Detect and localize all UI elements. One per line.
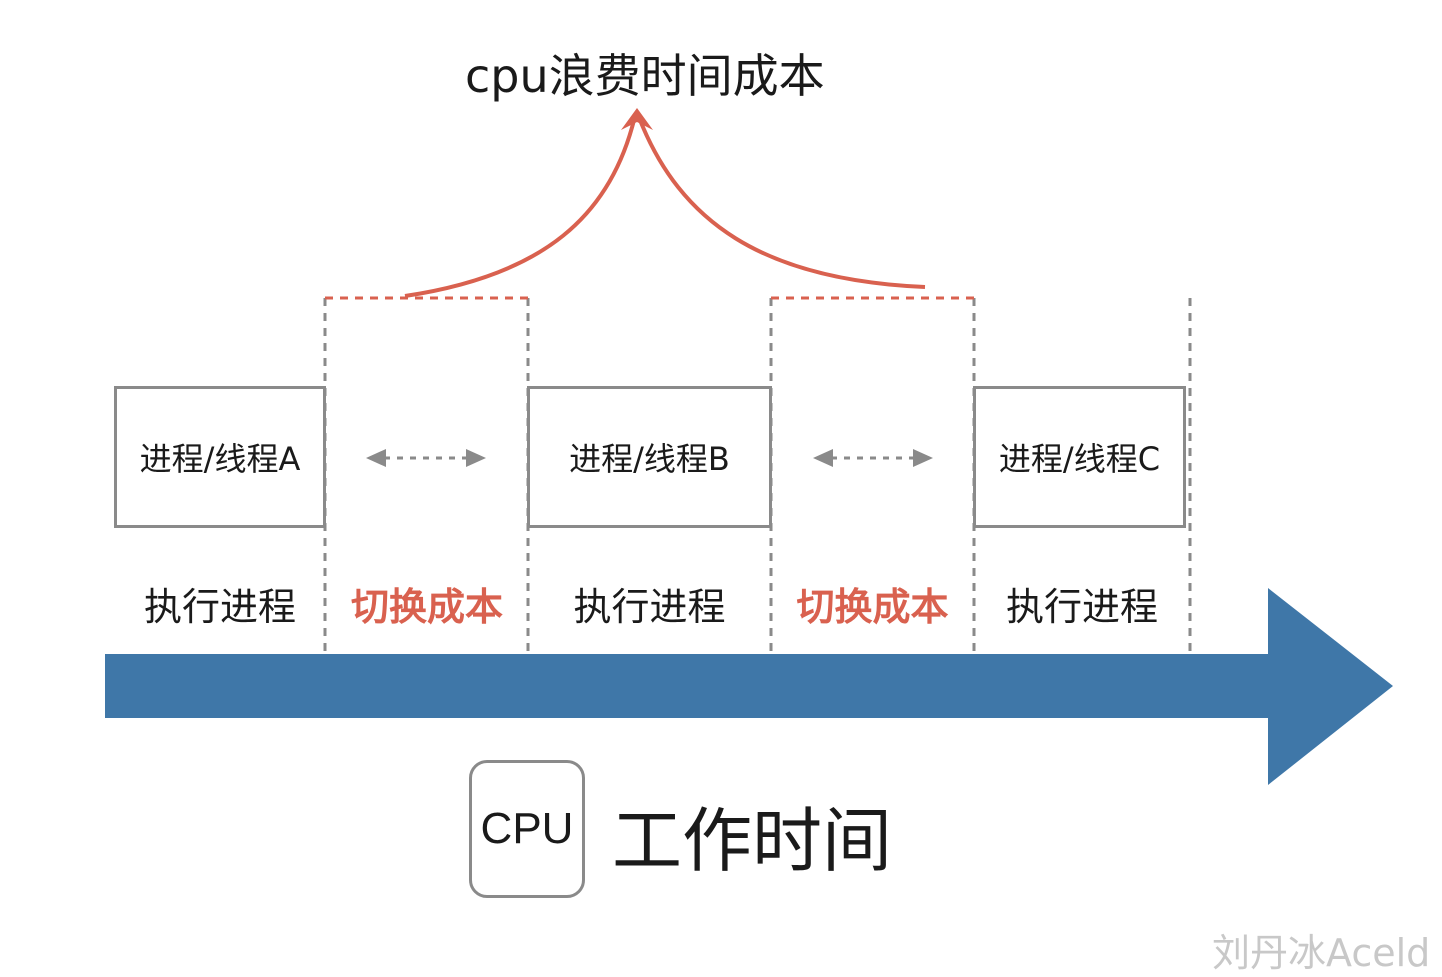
watermark: 刘丹冰Aceld [1212,931,1431,975]
cost-curves [404,119,926,298]
process-box-c: 进程/线程C [973,386,1186,528]
switch-arrow-2 [813,449,933,467]
timeline-arrow [105,588,1393,785]
cost-arrowhead [621,108,653,130]
switch-arrow-1 [366,449,486,467]
phase-label-execute-2: 执行进程 [573,585,726,629]
phase-label-switch-2: 切换成本 [796,585,949,629]
process-box-b: 进程/线程B [527,386,772,528]
work-time-label: 工作时间 [612,800,892,882]
cpu-box: CPU [469,760,585,898]
phase-label-switch-1: 切换成本 [350,585,503,629]
phase-label-execute-1: 执行进程 [143,585,296,629]
phase-label-execute-3: 执行进程 [1005,585,1158,629]
process-box-a: 进程/线程A [114,386,326,528]
cpu-waste-title: cpu浪费时间成本 [465,49,825,103]
